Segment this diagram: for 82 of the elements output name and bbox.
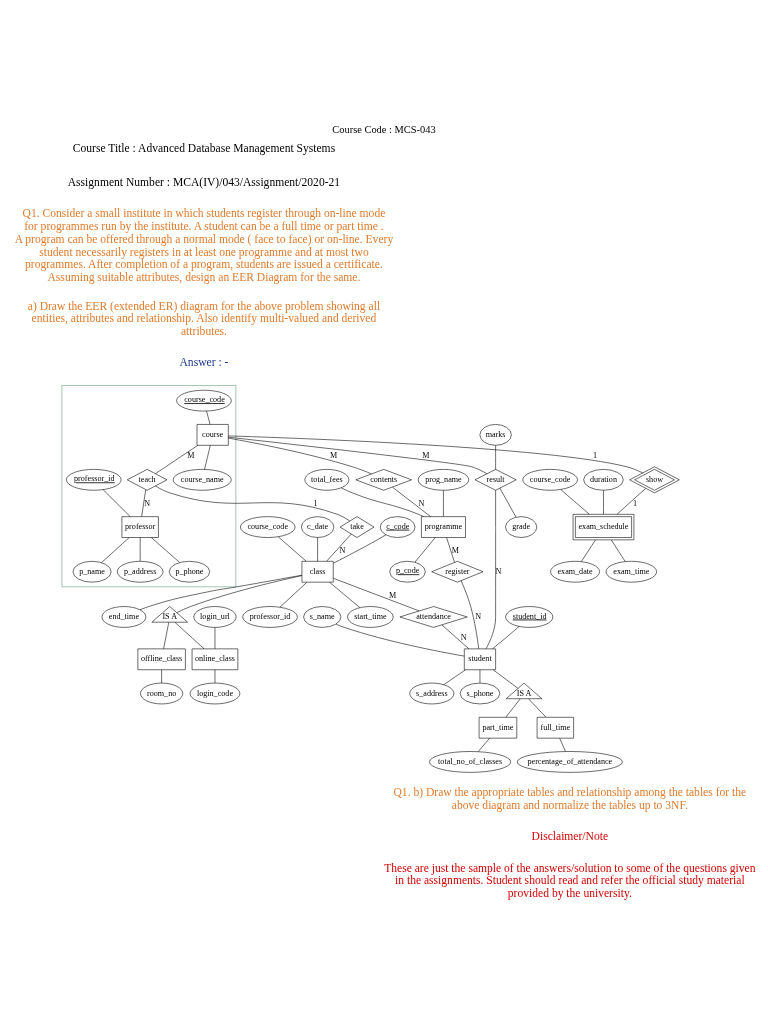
node-ellipse: login_code [189, 682, 241, 705]
edge-label: N [460, 633, 467, 643]
node-box: part_time [478, 717, 518, 739]
node-ellipse: professor_id [242, 606, 298, 628]
node-ellipse: course_code [176, 389, 232, 412]
node-ellipse: s_address [409, 682, 455, 705]
node-box: course [196, 424, 229, 446]
node-ellipse: p_phone [168, 561, 210, 583]
node-diamond: result [474, 469, 517, 491]
connector [102, 489, 131, 517]
node-box: class [301, 561, 334, 583]
edge-label: N [418, 498, 425, 508]
connector [414, 537, 436, 563]
node-ellipse: s_name [303, 606, 342, 628]
node-ellipse: course_code [522, 469, 578, 491]
label: Answer : - [179, 356, 229, 370]
connector [341, 487, 424, 517]
edge-label: M [329, 451, 338, 461]
edge-label: M [187, 451, 195, 461]
node-ellipse: professor_id [66, 469, 122, 491]
node-ellipse: marks [479, 424, 512, 446]
node-box: professor [121, 516, 159, 538]
edge-label: M [422, 451, 430, 461]
node-diamond: contents [355, 469, 412, 491]
node-ellipse: course_code [240, 516, 296, 538]
node-box: student [464, 648, 496, 670]
label: Disclaimer/Note [531, 830, 609, 844]
node-ellipse: room_no [140, 682, 184, 705]
edge-label: N [144, 498, 151, 508]
edge-label: M [451, 545, 459, 555]
node-ellipse: percentage_of_attendance [516, 751, 623, 773]
node-ellipse: prog_name [417, 469, 470, 491]
connector [155, 445, 199, 474]
edge-label: 1 [313, 498, 318, 508]
connector [495, 445, 496, 470]
node-box: programme [421, 516, 466, 538]
node-ellipse: exam_date [550, 561, 600, 583]
node-ellipse: end_time [101, 606, 147, 628]
edge-label: N [475, 612, 482, 622]
edge-label: 1 [593, 451, 598, 461]
connector [174, 622, 205, 650]
connector [176, 575, 303, 613]
node-box: full_time [536, 717, 574, 739]
node-ellipse: grade [505, 516, 538, 538]
node-box: offline_class [137, 648, 186, 670]
node-ellipse: p_code [389, 561, 426, 583]
node-diamond: teach [126, 469, 168, 491]
node-ellipse: c_code [379, 516, 416, 538]
node-ellipse: start_time [347, 606, 394, 628]
node-ellipse: p_name [72, 561, 112, 583]
edge-label: N [495, 566, 502, 576]
node-diamond: attendance [399, 606, 468, 628]
node-diamond: register [431, 561, 484, 583]
node-ellipse: student_id [505, 606, 554, 628]
node-ellipse: total_fees [304, 469, 350, 491]
edge-label: N [339, 545, 346, 555]
label: Assignment Number : MCA(IV)/043/Assignment/2020-21 [67, 176, 341, 190]
diagram-title: Course Code : MCS-043 [332, 123, 436, 135]
node-ellipse: total_no_of_classes [429, 751, 512, 773]
node-diamond: take [339, 516, 375, 538]
edge-label: M [389, 590, 397, 600]
label: These are just the sample of the answers/solution to some of the questions given in the assignments. Student should read and refer the official study material provided by the university. [384, 861, 756, 901]
node-ellipse: login_url [193, 606, 237, 628]
connector [228, 436, 488, 474]
label: Q1. b) Draw the appropriate tables and relationship among the tables for the above diagram and normalize the tables up to 3NF. [393, 786, 747, 812]
node-ellipse: course_name [172, 469, 232, 491]
node-ellipse: exam_time [605, 561, 657, 583]
node-ellipse: c_date [301, 516, 335, 538]
node-ellipse: s_phone [459, 682, 501, 705]
connector [151, 537, 180, 563]
connector [392, 486, 431, 517]
connector [559, 737, 566, 752]
edge-label: 1 [633, 498, 638, 508]
label: a) Draw the EER (extended ER) diagram for the above problem showing all entities, attributes and relationship. Also identify multi-valued and derived attributes. [27, 299, 381, 339]
cluster [61, 385, 237, 588]
node-box: online_class [191, 648, 239, 670]
label: Course Title : Advanced Database Management Systems [72, 141, 336, 155]
label: Q1. Consider a small institute in which students register through on-line mode for programmes run by the institute. A student can be a full time or part time . A program can be offered through a normal mode ( face to face) or on-line. Every student necessarily registers in at least one programme and at most two programmes. After completion of a program, students are issued a certificate. Assuming suitable attributes, design an EER Diagram for the same. [14, 207, 394, 285]
node-ellipse: duration [583, 469, 624, 491]
connector [446, 537, 455, 563]
connector [228, 435, 643, 474]
node-ellipse: p_address [117, 561, 164, 583]
